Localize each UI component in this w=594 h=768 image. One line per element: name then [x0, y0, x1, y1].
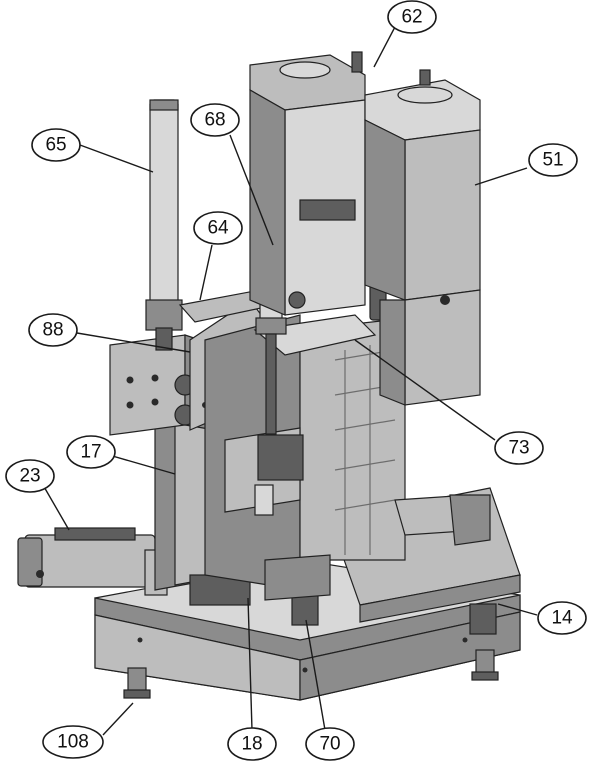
callout-23-label: 23 — [19, 466, 40, 487]
callout-14: 14 — [537, 601, 587, 635]
vertical-rod-cylinder — [145, 99, 183, 351]
callout-64-label: 64 — [207, 218, 229, 239]
callout-68-ellipse — [190, 103, 240, 137]
callout-88-ellipse — [28, 313, 78, 347]
gripper-jaws — [394, 494, 491, 546]
callout-73-ellipse — [494, 431, 544, 465]
callout-18: 18 — [227, 727, 277, 761]
callout-62: 62 — [387, 0, 437, 34]
callout-51-label: 51 — [542, 150, 563, 171]
callout-68-label: 68 — [204, 110, 225, 131]
callout-17-ellipse — [66, 435, 116, 469]
callout-70-ellipse — [305, 727, 355, 761]
callout-51-ellipse — [528, 143, 578, 177]
callout-70: 70 — [305, 727, 355, 761]
callout-17: 17 — [66, 435, 116, 469]
callout-14-label: 14 — [551, 608, 573, 629]
callout-108-ellipse — [42, 725, 104, 759]
leader-lines — [42, 24, 538, 736]
callout-62-label: 62 — [401, 7, 422, 28]
callout-73: 73 — [494, 431, 544, 465]
callout-18-label: 18 — [241, 734, 262, 755]
callout-14-ellipse — [537, 601, 587, 635]
callout-65-ellipse — [31, 128, 81, 162]
callout-88: 88 — [28, 313, 78, 347]
front-cylinder — [364, 69, 481, 406]
horizontal-cylinder — [17, 527, 168, 596]
callout-64-ellipse — [193, 211, 243, 245]
callout-62-ellipse — [387, 0, 437, 34]
callout-88-label: 88 — [42, 320, 63, 341]
callout-18-ellipse — [227, 727, 277, 761]
callout-108: 108 — [42, 725, 104, 759]
callout-23: 23 — [5, 459, 55, 493]
callout-68: 68 — [190, 103, 240, 137]
leveling-feet — [123, 594, 499, 699]
callout-17-label: 17 — [80, 442, 101, 463]
callout-73-label: 73 — [508, 438, 529, 459]
callout-65-label: 65 — [45, 135, 66, 156]
callout-23-ellipse — [5, 459, 55, 493]
callout-65: 65 — [31, 128, 81, 162]
callout-51: 51 — [528, 143, 578, 177]
back-cylinder — [249, 51, 366, 316]
callout-108-label: 108 — [57, 732, 89, 753]
slide-block — [224, 427, 304, 516]
callout-70-label: 70 — [319, 734, 340, 755]
callout-64: 64 — [193, 211, 243, 245]
